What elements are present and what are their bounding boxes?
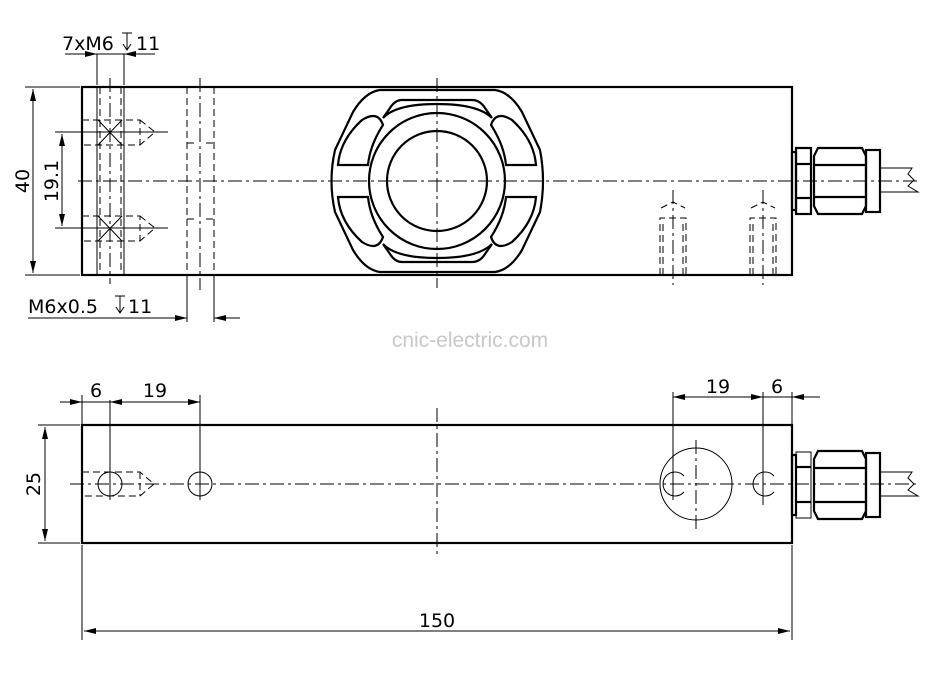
spacing-dimension-19-1: 19.1 (41, 134, 65, 226)
depth-symbol-icon (115, 295, 125, 314)
length-150-label: 150 (419, 610, 455, 632)
right-edge-dim: 19 6 (673, 376, 820, 425)
thread-callout-label: 7xM6 (62, 33, 114, 55)
bottom-right-holes (659, 392, 775, 530)
left-edge-label: 6 (90, 380, 102, 402)
right-mount-holes (659, 190, 777, 285)
height-dimension-40: 40 (12, 86, 80, 276)
right-edge-label: 6 (771, 376, 783, 398)
sensing-element (330, 88, 545, 274)
left-spacing-label: 19 (143, 380, 167, 402)
height-dim-label: 40 (12, 169, 34, 193)
cable-gland-top (790, 146, 920, 216)
fine-thread-label: M6x0.5 (28, 296, 98, 318)
fine-thread-hole (186, 78, 215, 290)
spacing-dim-label: 19.1 (41, 160, 63, 202)
cable-gland-bottom (790, 449, 920, 521)
left-edge-dim: 6 19 (60, 380, 200, 425)
height-dimension-25: 25 (23, 424, 80, 544)
fine-thread-callout: M6x0.5 11 (28, 275, 240, 322)
right-spacing-label: 19 (706, 376, 730, 398)
bottom-view: 6 19 19 6 25 150 (23, 376, 920, 640)
height-25-label: 25 (23, 472, 45, 496)
length-dimension-150: 150 (81, 545, 793, 640)
left-thread-holes (55, 78, 168, 284)
depth-symbol-icon (122, 32, 132, 51)
top-view: 7xM6 11 40 19.1 M6x0.5 11 (12, 32, 920, 322)
watermark: cnic-electric.com (392, 329, 548, 352)
bottom-left-holes (82, 395, 213, 500)
thread-callout: 7xM6 11 (62, 32, 160, 85)
fine-thread-depth: 11 (128, 296, 152, 318)
thread-callout-depth: 11 (136, 33, 160, 55)
